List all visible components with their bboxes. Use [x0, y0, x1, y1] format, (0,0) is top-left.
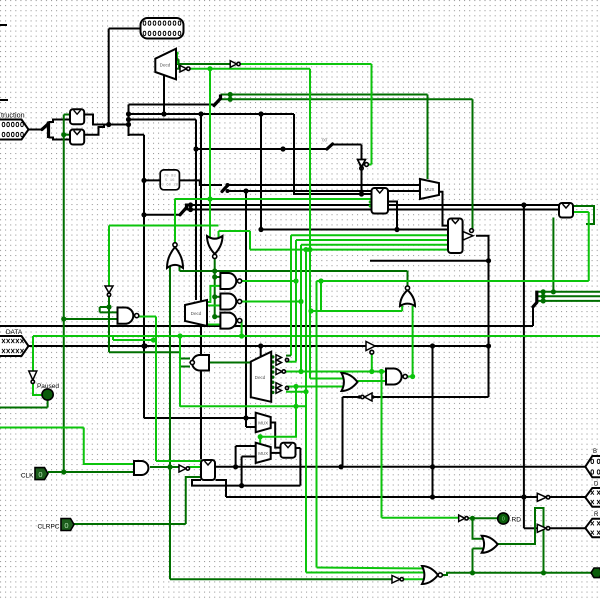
svg-text:Decd: Decd — [191, 311, 202, 316]
svg-text:0 60 28: 0 60 28 — [161, 184, 178, 188]
svg-text:MUX: MUX — [258, 451, 268, 456]
svg-text:CLK: CLK — [21, 472, 34, 479]
svg-text:B: B — [593, 449, 597, 455]
svg-text:0: 0 — [38, 470, 42, 479]
svg-text:0: 0 — [64, 521, 68, 530]
svg-text:Decd: Decd — [255, 375, 266, 380]
svg-text:truction: truction — [1, 111, 25, 120]
svg-text:D: D — [594, 482, 599, 488]
svg-text:R: R — [594, 512, 599, 518]
svg-text:70 93: 70 93 — [164, 175, 177, 179]
svg-text:00: 00 — [322, 138, 328, 143]
svg-text:Decd: Decd — [160, 63, 171, 68]
svg-text:RD: RD — [512, 517, 522, 524]
svg-text:MUX: MUX — [425, 187, 435, 192]
svg-text:CLRPC: CLRPC — [37, 523, 59, 530]
svg-text:DATA: DATA — [6, 329, 23, 336]
svg-text:MUX: MUX — [258, 420, 268, 425]
svg-text:Paused: Paused — [37, 383, 59, 390]
svg-text:0: 0 — [502, 517, 505, 523]
svg-text:5 16: 5 16 — [165, 179, 175, 183]
